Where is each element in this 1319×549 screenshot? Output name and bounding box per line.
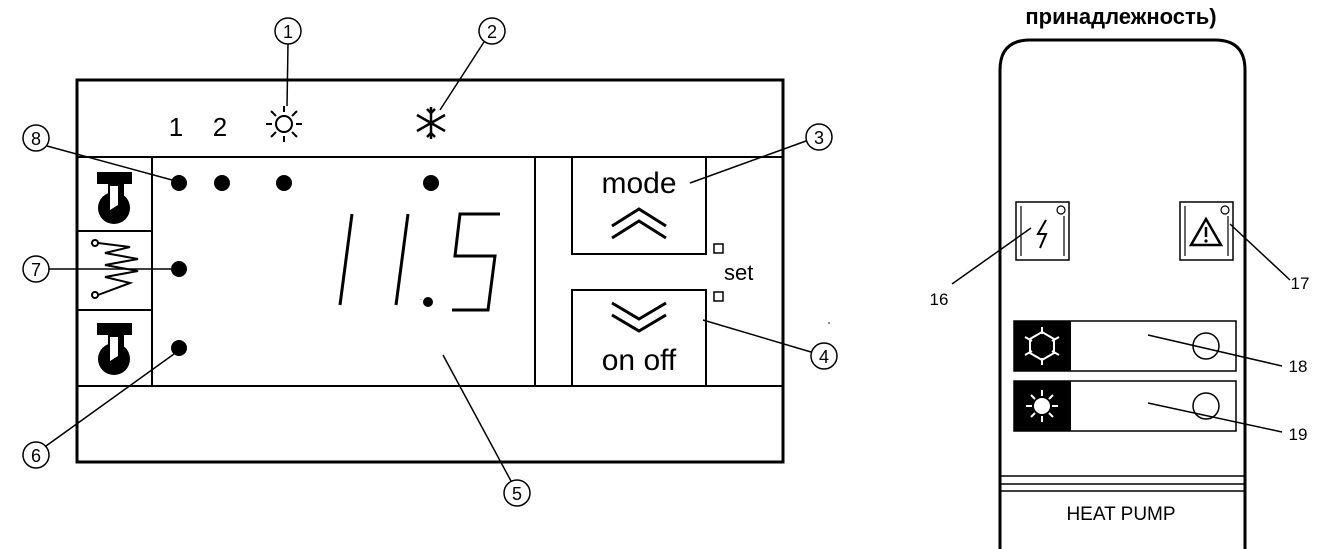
- svg-text:18: 18: [1289, 357, 1308, 376]
- cooling-snowflake-icon: [1024, 327, 1060, 365]
- led-heater: [171, 261, 187, 277]
- heating-sun-icon: [1026, 390, 1058, 422]
- lightning-icon: [1036, 219, 1048, 249]
- led-cool: [423, 175, 439, 191]
- led-channel-2: [214, 175, 230, 191]
- mode-button[interactable]: mode: [571, 156, 707, 255]
- callout-19: 19: [1147, 402, 1308, 444]
- mode-button-label: mode: [601, 167, 676, 200]
- set-indicator-upper: [713, 243, 724, 254]
- svg-text:5: 5: [512, 484, 522, 504]
- power-fault-indicator: [1015, 201, 1070, 261]
- set-indicator-lower: [713, 291, 724, 302]
- led-lower-tank: [171, 340, 187, 356]
- heating-coil-icon: [91, 239, 139, 299]
- callout-3: 3: [689, 123, 833, 184]
- double-chevron-down-icon: [611, 301, 667, 333]
- heating-mode-row: [1013, 380, 1237, 432]
- callout-17: 17: [1229, 223, 1310, 293]
- channel-label-2: 2: [213, 112, 227, 142]
- onoff-button-label: on off: [602, 344, 677, 377]
- callout-8: 8: [22, 124, 173, 181]
- cooling-mode-row: [1013, 320, 1237, 372]
- double-chevron-up-icon: [611, 207, 667, 240]
- decimal-point: [423, 297, 433, 307]
- accessory-header: принадлежность): [1025, 4, 1216, 29]
- heat-pump-label: HEAT PUMP: [1066, 504, 1175, 525]
- seven-segment-display: [338, 212, 500, 312]
- heat-pump-panel-frame: [998, 38, 1247, 549]
- led-heat: [276, 175, 292, 191]
- svg-text:1: 1: [283, 22, 293, 42]
- svg-text:3: 3: [814, 128, 824, 148]
- boiler-upper-icon: [97, 172, 132, 224]
- callout-18: 18: [1147, 334, 1308, 376]
- heating-led: [1192, 392, 1220, 420]
- callout-4: 4: [702, 319, 838, 370]
- alarm-indicator: [1179, 201, 1234, 261]
- svg-text:17: 17: [1291, 274, 1310, 293]
- callout-6: 6: [22, 353, 175, 469]
- warning-triangle-icon: [1188, 216, 1224, 247]
- led-channel-1: [171, 175, 187, 191]
- svg-text:2: 2: [487, 22, 497, 42]
- callout-2: 2: [439, 17, 506, 111]
- display-value-text: 11.5: [420, 299, 422, 301]
- onoff-button[interactable]: on off: [571, 289, 707, 387]
- callout-16: 16: [930, 227, 1032, 309]
- sun-icon: [266, 106, 302, 142]
- svg-text:8: 8: [31, 129, 41, 149]
- boiler-lower-icon: [97, 323, 132, 375]
- channel-label-1: 1: [169, 112, 183, 142]
- controller-outer-frame: [75, 78, 785, 464]
- svg-text:6: 6: [31, 446, 41, 466]
- callout-5: 5: [442, 354, 531, 507]
- callout-1: 1: [274, 17, 302, 107]
- snowflake-icon: [416, 107, 446, 139]
- svg-text:16: 16: [930, 290, 949, 309]
- callout-7: 7: [22, 255, 171, 283]
- set-label: set: [724, 260, 753, 285]
- svg-text:4: 4: [819, 347, 829, 367]
- svg-text:7: 7: [31, 260, 41, 280]
- svg-text:19: 19: [1289, 425, 1308, 444]
